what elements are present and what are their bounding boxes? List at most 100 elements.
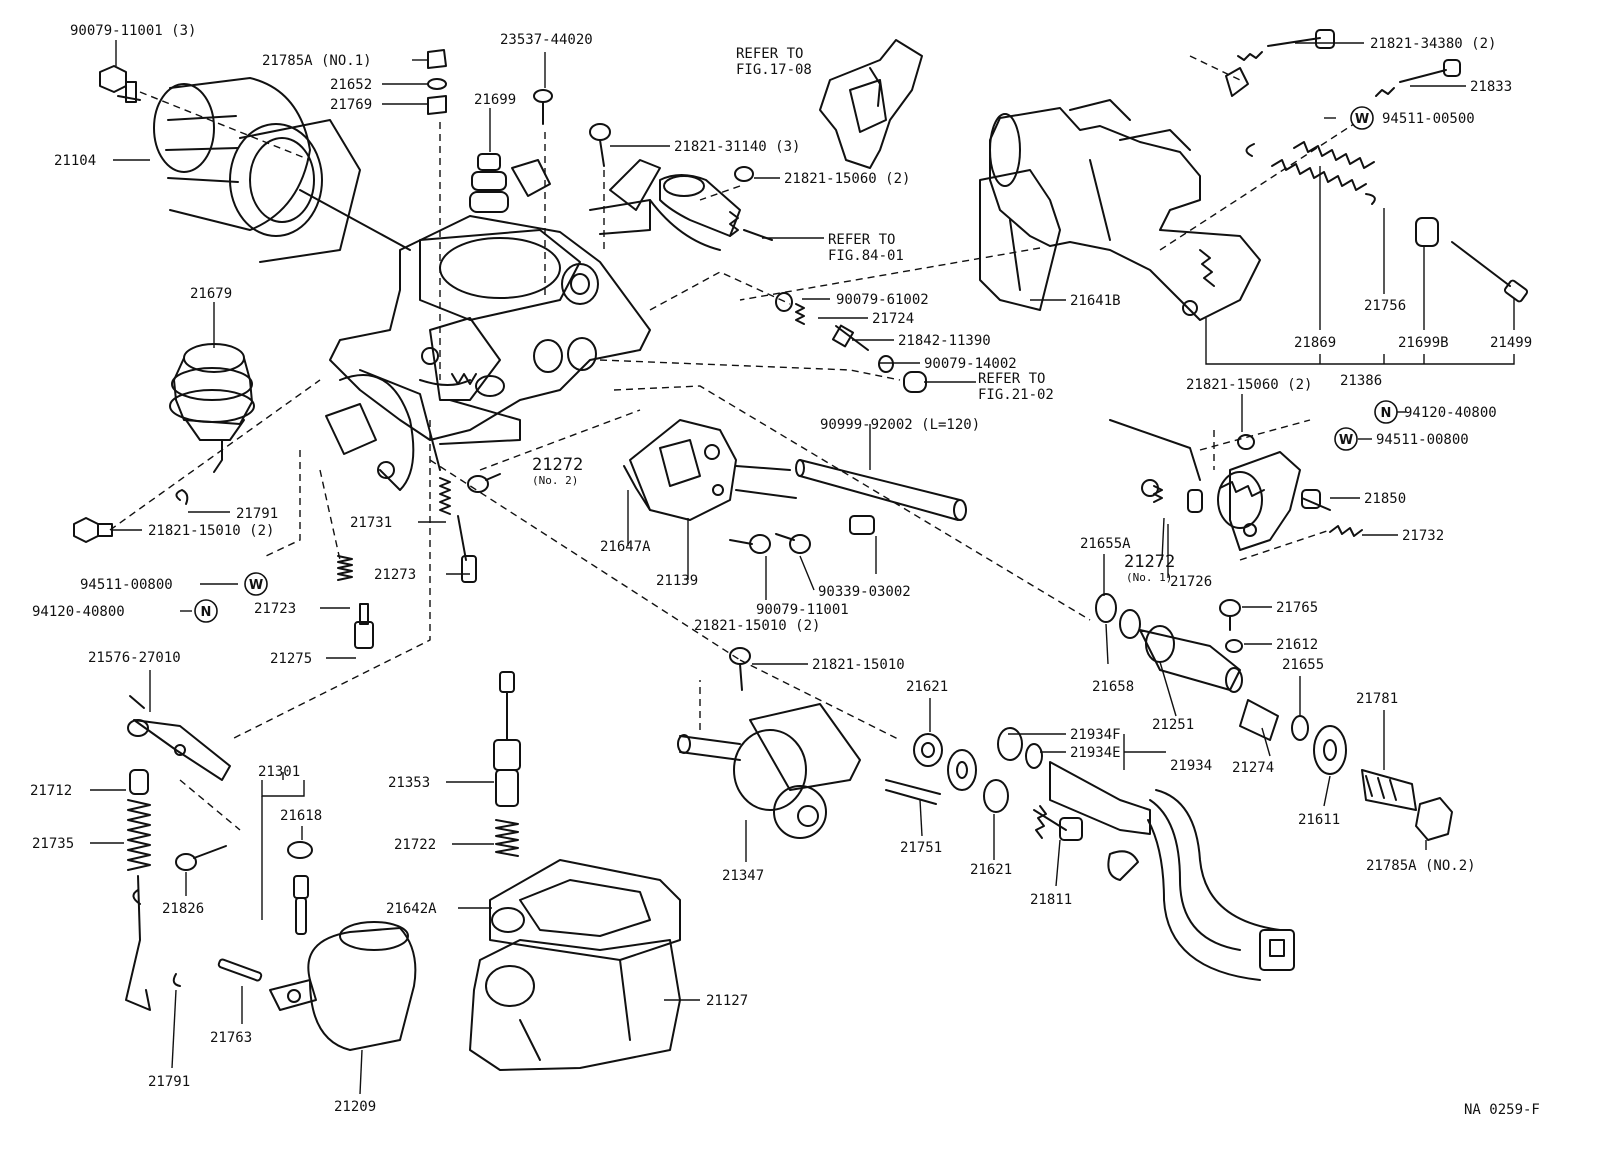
label-21209: 21209 xyxy=(334,1099,376,1115)
label-21139: 21139 xyxy=(656,573,698,589)
bolts-center-drawing xyxy=(729,533,811,691)
svg-text:N: N xyxy=(1381,406,1392,421)
grommet-21699-drawing xyxy=(469,153,509,213)
label-21791-top: 21791 xyxy=(236,506,278,522)
label-21811: 21811 xyxy=(1030,892,1072,908)
label-90999-92002: 90999-92002 (L=120) xyxy=(820,417,980,433)
spring-21731-drawing xyxy=(439,477,451,515)
small-bracket-drawing xyxy=(511,159,551,197)
label-21658: 21658 xyxy=(1092,679,1134,695)
screw-21273-drawing xyxy=(457,515,477,583)
float-21209-drawing xyxy=(269,921,417,1051)
label-21347: 21347 xyxy=(722,868,764,884)
label-21612: 21612 xyxy=(1276,637,1318,653)
fittings-right-drawing xyxy=(1239,699,1453,841)
clip-21791-drawing xyxy=(175,489,189,505)
label-fig-84-01: FIG.84-01 xyxy=(828,248,904,264)
screw-21272-no2-drawing xyxy=(467,473,501,493)
label-21272-no2-sub: (No. 2) xyxy=(532,474,578,487)
svg-text:N: N xyxy=(201,605,212,620)
label-21765: 21765 xyxy=(1276,600,1318,616)
label-21642A: 21642A xyxy=(386,901,437,917)
label-23537-44020: 23537-44020 xyxy=(500,32,593,48)
label-21850: 21850 xyxy=(1364,491,1406,507)
label-21652: 21652 xyxy=(330,77,372,93)
pin-21763-drawing xyxy=(217,958,263,982)
label-21763: 21763 xyxy=(210,1030,252,1046)
label-21275: 21275 xyxy=(270,651,312,667)
label-94120-40800-right: 94120-40800 xyxy=(1404,405,1497,421)
label-21301: 21301 xyxy=(258,764,300,780)
springs-21869-21756-drawing xyxy=(1245,141,1376,205)
label-21655A: 21655A xyxy=(1080,536,1131,552)
svg-text:W: W xyxy=(1355,112,1369,127)
label-21251: 21251 xyxy=(1152,717,1194,733)
figure-code: NA 0259-F xyxy=(1464,1102,1540,1118)
solenoid-valve-drawing xyxy=(589,159,773,251)
label-90339-03002: 90339-03002 xyxy=(818,584,911,600)
label-21272-no1-sub: (No. 1) xyxy=(1126,571,1172,584)
sensor-21934-drawing xyxy=(997,727,1151,881)
throttle-body-drawing xyxy=(329,215,651,445)
label-21869: 21869 xyxy=(1294,335,1336,351)
assembly-21641B-drawing xyxy=(979,99,1261,321)
label-90079-61002: 90079-61002 xyxy=(836,292,929,308)
bolt-21821-15010-left-drawing xyxy=(73,517,113,543)
label-21127: 21127 xyxy=(706,993,748,1009)
screw-23537-44020-drawing xyxy=(533,89,553,125)
part-labels: 90079-11001 (3) 21785A (NO.1) 21652 2176… xyxy=(30,23,1540,1118)
label-21821-15060-2-top: 21821-15060 (2) xyxy=(784,171,910,187)
label-90079-14002: 90079-14002 xyxy=(924,356,1017,372)
label-21621-bottom: 21621 xyxy=(970,862,1012,878)
label-94511-00800-right: 94511-00800 xyxy=(1376,432,1469,448)
bolt-90079-11001-drawing xyxy=(99,65,141,103)
label-21791-bottom: 21791 xyxy=(148,1074,190,1090)
nut-badge-left: N xyxy=(194,599,218,623)
label-21821-31140-3: 21821-31140 (3) xyxy=(674,139,800,155)
label-21785A-no1: 21785A (NO.1) xyxy=(262,53,372,69)
bolts-top-right-drawing xyxy=(1225,29,1461,97)
label-21272-no2: 21272 xyxy=(532,455,583,475)
bolt-21821-31140-drawing xyxy=(589,123,611,167)
label-21735: 21735 xyxy=(32,836,74,852)
label-21821-15010-2-center: 21821-15010 (2) xyxy=(694,618,820,634)
label-21386: 21386 xyxy=(1340,373,1382,389)
label-21679: 21679 xyxy=(190,286,232,302)
label-21785A-no2: 21785A (NO.2) xyxy=(1366,858,1476,874)
bracket-fig17-drawing xyxy=(819,39,923,169)
spring-21722-drawing xyxy=(495,819,519,857)
label-21724: 21724 xyxy=(872,311,914,327)
diaphragm-21679-drawing xyxy=(169,343,255,473)
label-21618: 21618 xyxy=(280,808,322,824)
washer-badge-right: W xyxy=(1334,427,1358,451)
label-21833: 21833 xyxy=(1470,79,1512,95)
screw-21765-drawing xyxy=(1219,599,1243,653)
linkage-left-drawing xyxy=(125,695,231,1011)
hose-90999-92002-drawing xyxy=(795,459,967,521)
label-fig-21-02: FIG.21-02 xyxy=(978,387,1054,403)
label-21647A: 21647A xyxy=(600,539,651,555)
motor-housing-21104-drawing xyxy=(153,77,411,263)
label-refer-to-17: REFER TO xyxy=(736,46,803,62)
label-21769: 21769 xyxy=(330,97,372,113)
label-refer-to-21: REFER TO xyxy=(978,371,1045,387)
label-21722: 21722 xyxy=(394,837,436,853)
washer-badge-left: W xyxy=(244,572,268,596)
label-21751: 21751 xyxy=(900,840,942,856)
label-refer-to-84: REFER TO xyxy=(828,232,895,248)
label-21821-15060-2-right: 21821-15060 (2) xyxy=(1186,377,1312,393)
nut-badge-right: N xyxy=(1374,400,1398,424)
screw-21826-drawing xyxy=(175,845,227,871)
svg-text:W: W xyxy=(249,578,263,593)
bolt-21821-15060-top-drawing xyxy=(734,166,754,182)
svg-text:W: W xyxy=(1339,433,1353,448)
label-21934F: 21934F xyxy=(1070,727,1121,743)
label-21611: 21611 xyxy=(1298,812,1340,828)
label-21273: 21273 xyxy=(374,567,416,583)
bushing-pin-drawing xyxy=(1415,217,1529,303)
label-21699: 21699 xyxy=(474,92,516,108)
label-21104: 21104 xyxy=(54,153,96,169)
label-21842-11390: 21842-11390 xyxy=(898,333,991,349)
